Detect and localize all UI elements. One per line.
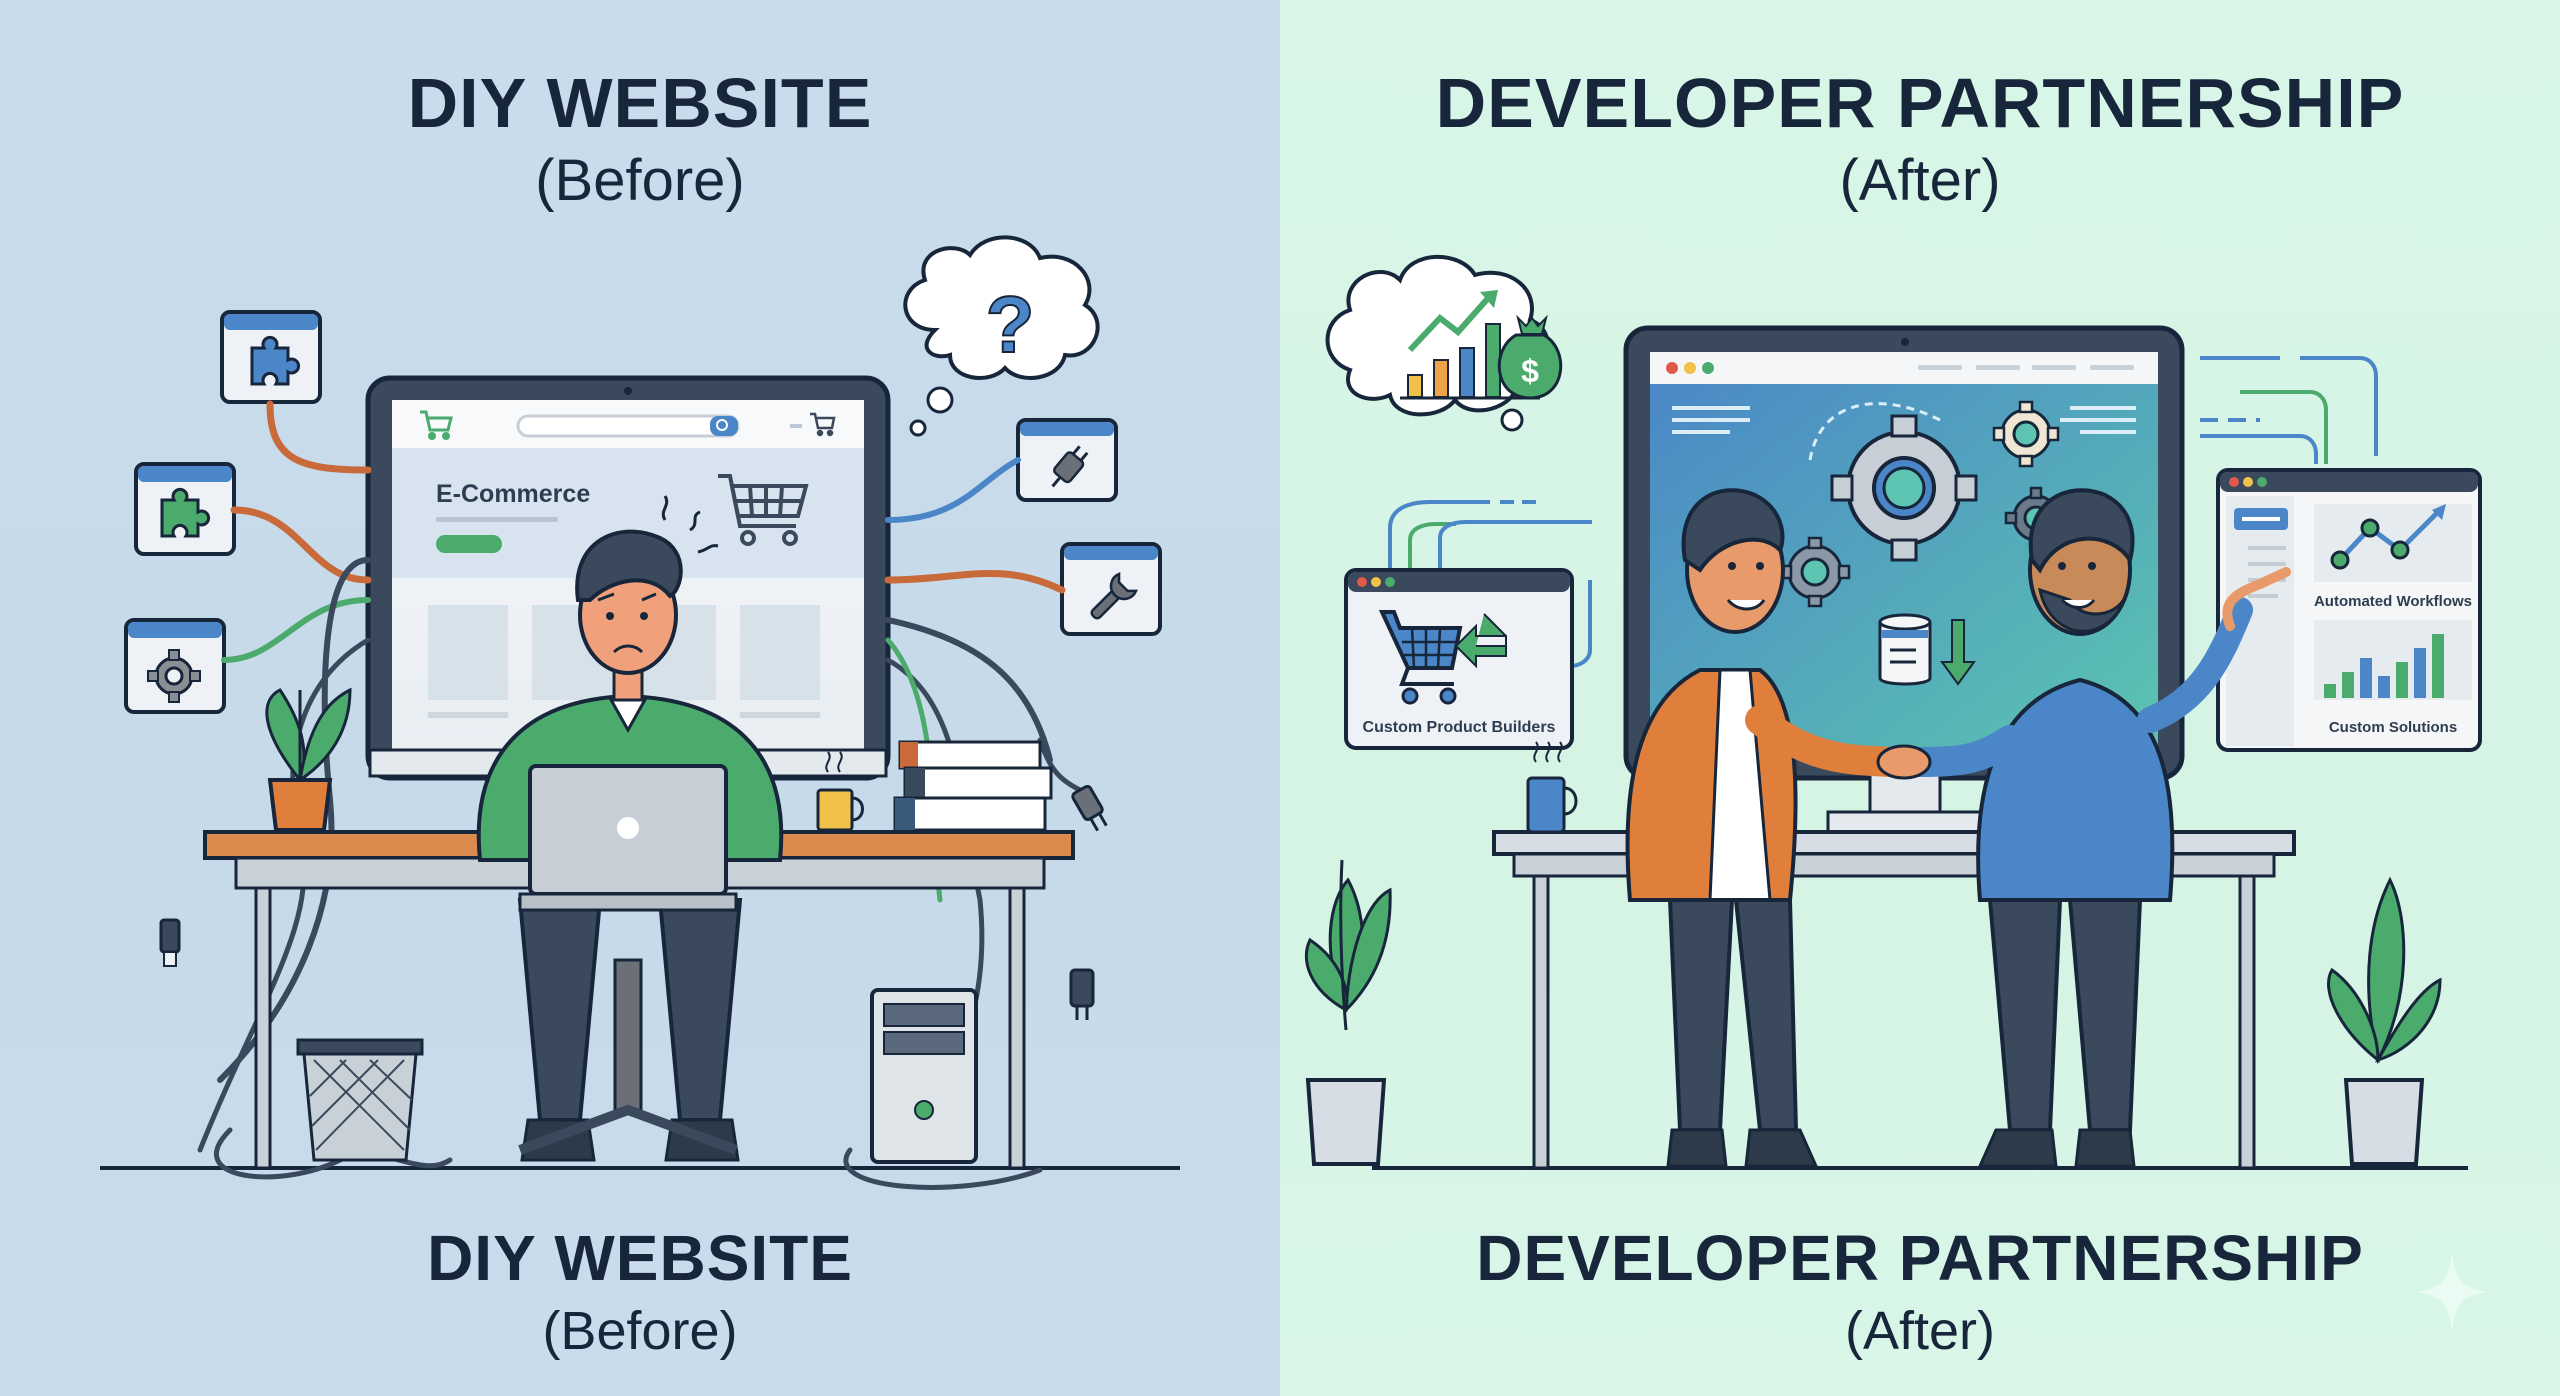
search-button [710,416,738,436]
search-icon [716,419,728,431]
custom-solutions-label: Custom Solutions [2329,719,2457,736]
standing-desk [1492,830,2296,1170]
plug-icon [1071,784,1108,832]
left-arrow-icon [1454,613,1507,669]
down-arrow-icon [1940,619,1976,686]
after-title: DEVELOPER PARTNERSHIP [1435,64,2405,142]
after-panel: DEVELOPER PARTNERSHIP (After) [1280,0,2560,1396]
before-subtitle: (Before) [535,148,745,213]
gear-icon [1830,414,1978,562]
gear-icon [1779,536,1851,608]
before-title: DIY WEBSITE [407,64,873,142]
plant [1304,859,1392,1166]
cart-icon [718,474,809,546]
cart-icon [810,412,836,437]
plugin-window-gear [124,618,226,714]
sparkle-icon [2416,1252,2488,1332]
handshake-icon [1876,744,1932,780]
person-orange-cardigan [1625,488,1907,1168]
database-icon [1878,613,1932,686]
plugin-window-puzzle-blue [220,310,322,404]
ecommerce-heading: E-Commerce [436,480,590,508]
after-footer-block: DEVELOPER PARTNERSHIP (After) [1280,1226,2560,1358]
bar-chart-icon [1400,323,1540,400]
bar-chart-icon [2324,634,2444,698]
pc-tower [870,988,978,1164]
book-stack [893,740,1053,832]
pointing-hand-icon [2222,567,2291,631]
money-bag-icon: $ [1497,314,1563,400]
plant [2327,876,2442,1166]
svg-text:$: $ [1521,353,1539,389]
usb-plug-icon [159,918,181,967]
cart-icon [420,410,453,440]
automated-workflows-label: Automated Workflows [2314,593,2472,610]
before-footer-block: DIY WEBSITE (Before) [0,1226,1280,1358]
line-chart-icon [2330,504,2446,570]
thought-bubble: ? [903,235,1100,437]
plug-icon [1069,968,1095,1020]
laptop [518,764,738,912]
partnership-illustration: $ [1304,254,2482,1170]
plug-icon [1051,445,1089,488]
question-mark-icon: ? [986,280,1035,369]
plugin-window-plug [1016,418,1118,502]
cta-button [436,535,502,553]
plant [265,687,352,832]
gear-icon [147,649,201,703]
puzzle-piece-icon [160,487,211,538]
before-panel: DIY WEBSITE (Before) [0,0,1280,1396]
cart-icon [1378,610,1463,705]
search-input [516,414,740,438]
flow-arrows-right [2200,356,2378,464]
coffee-mug [1526,741,1578,834]
before-title-block: DIY WEBSITE (Before) [0,68,1280,210]
custom-product-builders-label: Custom Product Builders [1363,719,1556,736]
wrench-icon [1090,572,1138,620]
after-subtitle: (After) [1839,148,2001,213]
after-footer-title: DEVELOPER PARTNERSHIP [1476,1222,2364,1294]
custom-product-builders-window: Custom Product Builders [1344,568,1574,750]
trend-arrow-icon [1407,294,1493,353]
coffee-mug [816,751,864,832]
puzzle-piece-icon [250,335,301,386]
gear-icon [1992,400,2060,468]
dashboard-window: Automated Workflows Custom Solutions [2216,468,2482,752]
plugin-window-wrench [1060,542,1162,636]
trash-bin [296,1038,424,1162]
diy-illustration: E-Commerce [100,235,1180,1190]
before-footer-title: DIY WEBSITE [427,1222,853,1294]
before-footer-subtitle: (Before) [542,1301,738,1361]
after-title-block: DEVELOPER PARTNERSHIP (After) [1280,68,2560,210]
plugin-window-puzzle-green [134,462,236,556]
thought-bubble: $ [1325,254,1563,432]
after-footer-subtitle: (After) [1844,1301,1995,1361]
